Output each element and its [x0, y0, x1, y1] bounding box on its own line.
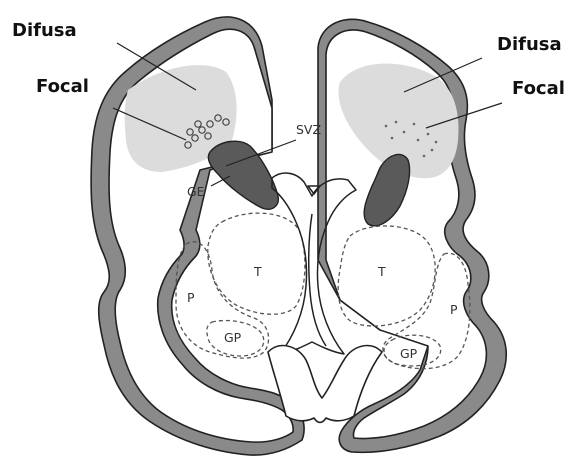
label-putamen-left: P — [187, 290, 195, 305]
focal-dot — [395, 121, 398, 124]
focal-dot — [423, 155, 426, 158]
label-svz: SVZ — [296, 122, 321, 137]
label-ge: GE — [187, 184, 205, 199]
focal-dot — [435, 141, 438, 144]
focal-dot — [431, 149, 434, 152]
label-thalamus-right: T — [377, 264, 386, 279]
focal-dot — [417, 139, 420, 142]
label-focal-right: Focal — [512, 78, 565, 99]
focal-dot — [385, 125, 388, 128]
label-thalamus-left: T — [253, 264, 262, 279]
label-globus-pallidus-left: GP — [224, 330, 242, 345]
label-globus-pallidus-right: GP — [400, 346, 418, 361]
label-difusa-left: Difusa — [12, 20, 77, 41]
label-putamen-right: P — [450, 302, 458, 317]
focal-dot — [427, 133, 430, 136]
label-focal-left: Focal — [36, 76, 89, 97]
label-difusa-right: Difusa — [497, 34, 562, 55]
focal-dot — [403, 131, 406, 134]
left-hemisphere — [91, 17, 305, 455]
focal-dot — [413, 123, 416, 126]
focal-dot — [391, 137, 394, 140]
